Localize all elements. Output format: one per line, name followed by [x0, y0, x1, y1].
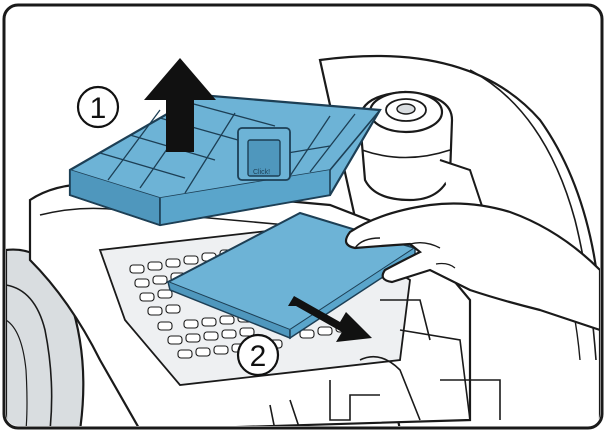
filter-frame: Click! — [68, 93, 382, 227]
step-2-marker: 2 — [236, 333, 280, 377]
step-1-marker: 1 — [76, 85, 120, 129]
hand-icon — [344, 202, 600, 332]
step-2-label: 2 — [250, 340, 267, 373]
diagonal-arrow-icon — [288, 296, 372, 342]
step-1-label: 1 — [90, 92, 107, 125]
up-arrow-icon — [144, 58, 216, 152]
lower-parts — [269, 299, 501, 426]
latch-text: Click! — [253, 169, 270, 176]
